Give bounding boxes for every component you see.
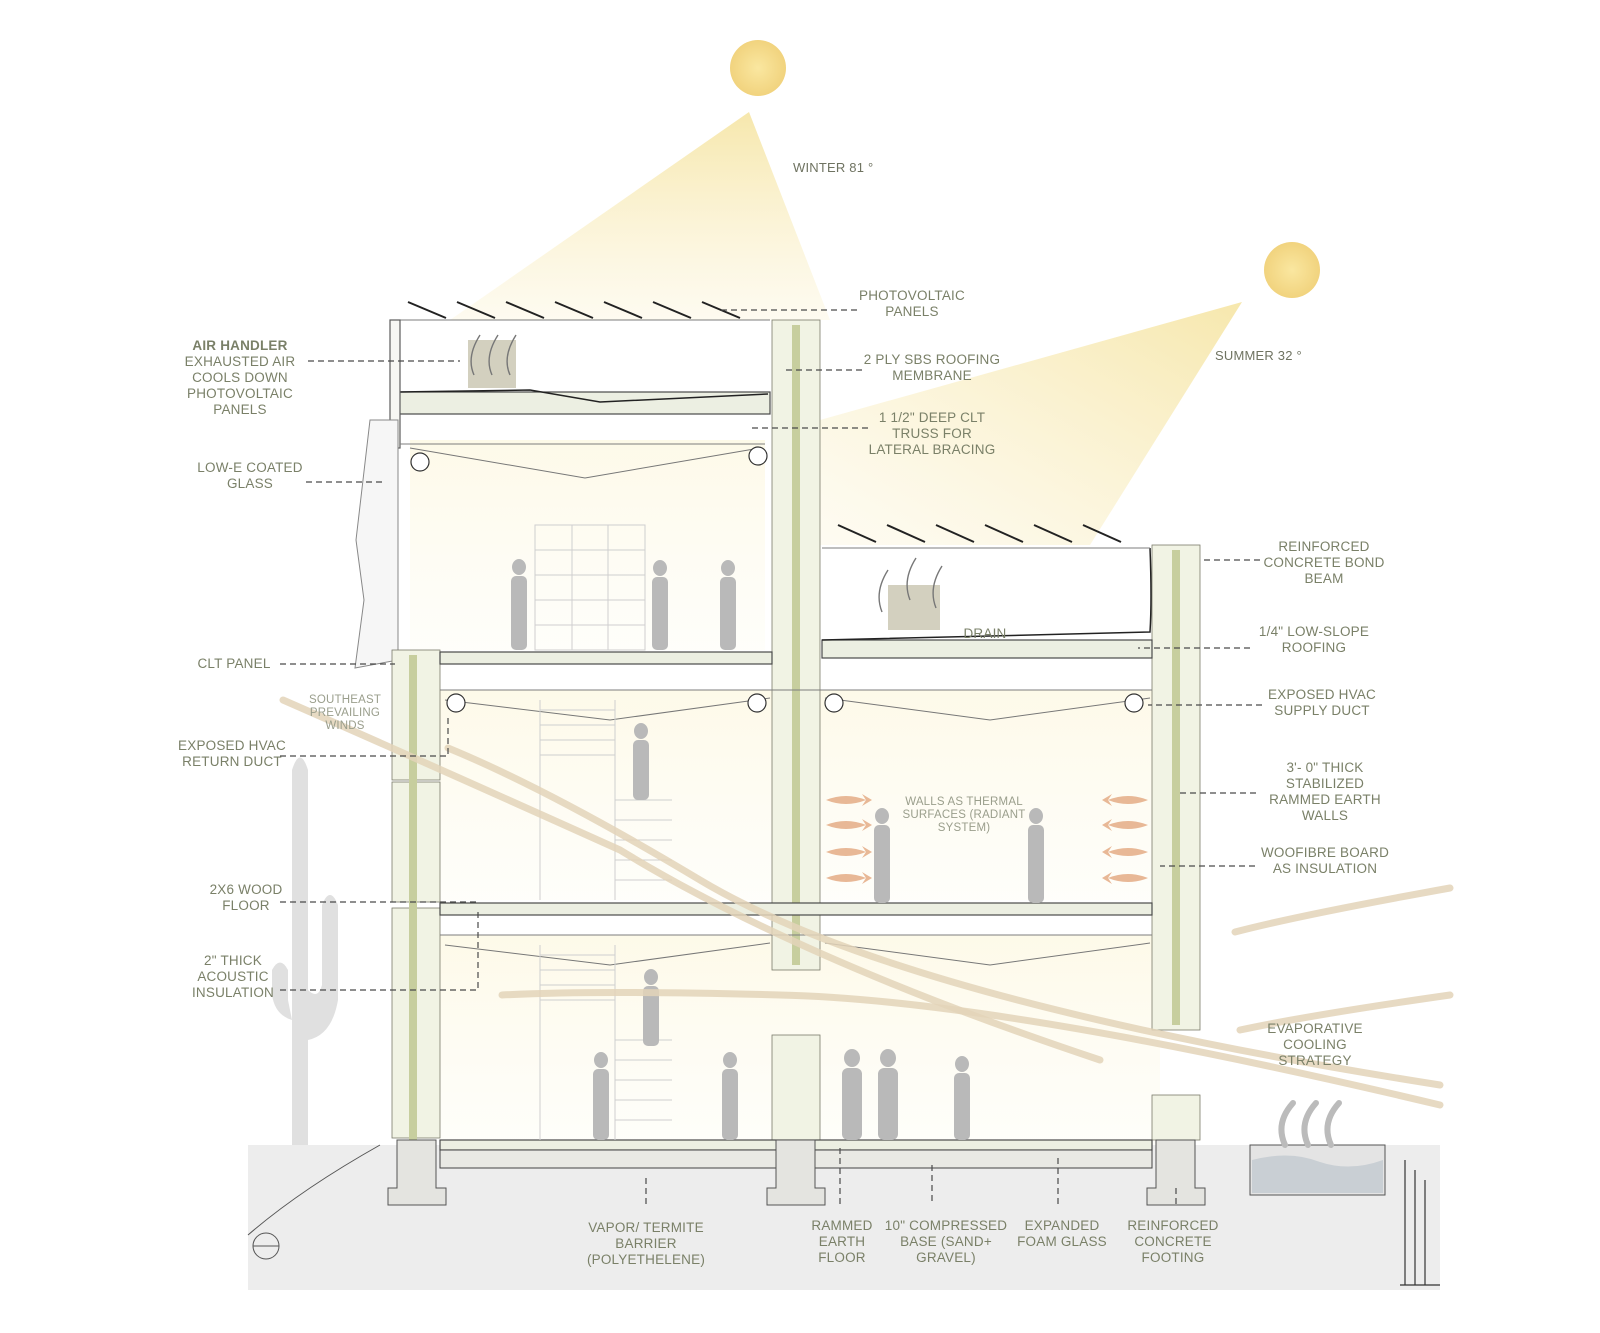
footing-right [1146,1139,1206,1206]
air-handler-unit-lower [888,585,940,630]
foam-label-2: FOAM GLASS [1017,1234,1107,1249]
winds-label-3: WINDS [325,720,364,732]
rammed-floor-label-3: FLOOR [818,1250,866,1265]
rammed-floor-label-1: RAMMED [811,1218,872,1233]
supply-duct-label-1: EXPOSED HVAC [1268,687,1376,702]
lower-roof-slab [821,639,1153,659]
center-rammed-earth-wall-base [771,1034,821,1141]
wind-flow-arrows [279,696,1454,1109]
air-handler-title: AIR HANDLER [192,338,287,353]
low-e-label-2: GLASS [227,476,273,491]
footing-label-1: REINFORCED [1127,1218,1218,1233]
foam-label-1: EXPANDED [1025,1218,1100,1233]
footing-label-2: CONCRETE [1134,1234,1211,1249]
thermal-label-1: WALLS AS THERMAL [905,796,1023,808]
rammed-floor-label-2: EARTH [819,1234,866,1249]
upper-roof-membrane [397,389,769,403]
rammed-walls-label-3: RAMMED EARTH [1269,792,1381,807]
footing-label-3: FOOTING [1142,1250,1205,1265]
air-handler-line-2: COOLS DOWN [192,370,288,385]
vapor-label-2: BARRIER [615,1236,676,1251]
evaporation-icon [1278,1100,1342,1148]
low-slope-label-1: 1/4" LOW-SLOPE [1259,624,1369,639]
thermal-label-2: SURFACES (RADIANT [903,809,1026,821]
clt-truss-label-1: 1 1/2" DEEP CLT [879,410,985,425]
sbs-label-1: 2 PLY SBS ROOFING [864,352,1000,367]
pv-label-2: PANELS [885,304,938,319]
evaporative-label-3: STRATEGY [1278,1053,1351,1068]
summer-sun-ray [820,302,1242,545]
air-handler-line-4: PANELS [213,402,266,417]
winds-label-2: PREVAILING [310,707,380,719]
rammed-walls-label-4: WALLS [1302,808,1348,823]
base-label-2: BASE (SAND+ [900,1234,992,1249]
low-slope-label-2: ROOFING [1282,640,1346,655]
footing-left [387,1139,447,1206]
clt-panel-label: CLT PANEL [197,656,270,671]
pv-panels-lower [837,524,1122,543]
summer-sun-label: SUMMER 32 ° [1215,348,1302,363]
upper-roof-slab [394,391,771,415]
bookshelf [534,524,646,651]
bond-beam-label-1: REINFORCED [1278,539,1369,554]
ground-slope-curve [247,1144,381,1236]
supply-duct-label-2: SUPPLY DUCT [1274,703,1369,718]
winter-sun-ray [450,112,830,320]
exhaust-air-icon [470,334,517,376]
base-label-1: 10" COMPRESSED [885,1218,1007,1233]
supply-duct-icon [1124,693,1144,713]
bond-beam-label-2: CONCRETE BOND [1263,555,1384,570]
evaporative-label-1: EVAPORATIVE [1267,1021,1362,1036]
footing-center [766,1139,826,1206]
scale-bar-icon [1400,1160,1440,1286]
people-silhouettes [511,559,1044,1140]
leader-lines [280,309,1262,1205]
winds-label-1: SOUTHEAST [309,694,381,706]
saguaro-cactus [272,757,338,1145]
summer-sun-icon [1264,242,1320,298]
low-e-label-1: LOW-E COATED [197,460,302,475]
acoustic-label-1: 2" THICK [204,953,262,968]
clt-truss-label-2: TRUSS FOR [892,426,972,441]
pv-label-1: PHOTOVOLTAIC [859,288,965,303]
wood-floor-label-1: 2X6 WOOD [210,882,283,897]
woodfibre-label-2: AS INSULATION [1273,861,1377,876]
winter-sun-icon [730,40,786,96]
air-handler-line-1: EXHAUSTED AIR [185,354,296,369]
drain-label: DRAIN [963,626,1006,641]
radiant-heat-arrows [826,794,1148,884]
lower-roof-membrane [821,547,1152,641]
wood-floor-label-2: FLOOR [222,898,270,913]
rammed-walls-label-1: 3'- 0" THICK [1286,760,1363,775]
thermal-label-3: SYSTEM) [938,822,991,834]
ground-plane [248,1145,1440,1290]
low-e-glass-facade [354,419,399,669]
return-duct-label-2: RETURN DUCT [182,754,282,769]
acoustic-label-2: ACOUSTIC [197,969,268,984]
return-duct-icon [446,693,466,713]
vapor-label-1: VAPOR/ TERMITE [588,1220,704,1235]
clt-truss-label-3: LATERAL BRACING [869,442,996,457]
rammed-walls-label-2: STABILIZED [1286,776,1364,791]
acoustic-label-3: INSULATION [192,985,274,1000]
evaporative-label-2: COOLING [1283,1037,1347,1052]
clt-truss-upper [409,447,761,479]
air-handler-line-3: PHOTOVOLTAIC [187,386,293,401]
winter-sun-label: WINTER 81 ° [793,160,873,175]
right-rammed-earth-wall-base [1151,1094,1201,1141]
clt-panel-floor-2 [439,651,773,665]
return-duct-label-1: EXPOSED HVAC [178,738,286,753]
woodfibre-label-1: WOOFIBRE BOARD [1261,845,1389,860]
bond-beam-label-3: BEAM [1304,571,1343,586]
vapor-label-3: (POLYETHELENE) [587,1252,705,1267]
pv-panels-upper [407,301,741,319]
interior-glow-upper [410,440,765,650]
base-label-3: GRAVEL) [916,1250,976,1265]
sbs-label-2: MEMBRANE [892,368,972,383]
floor-slab-mid [439,902,1153,916]
